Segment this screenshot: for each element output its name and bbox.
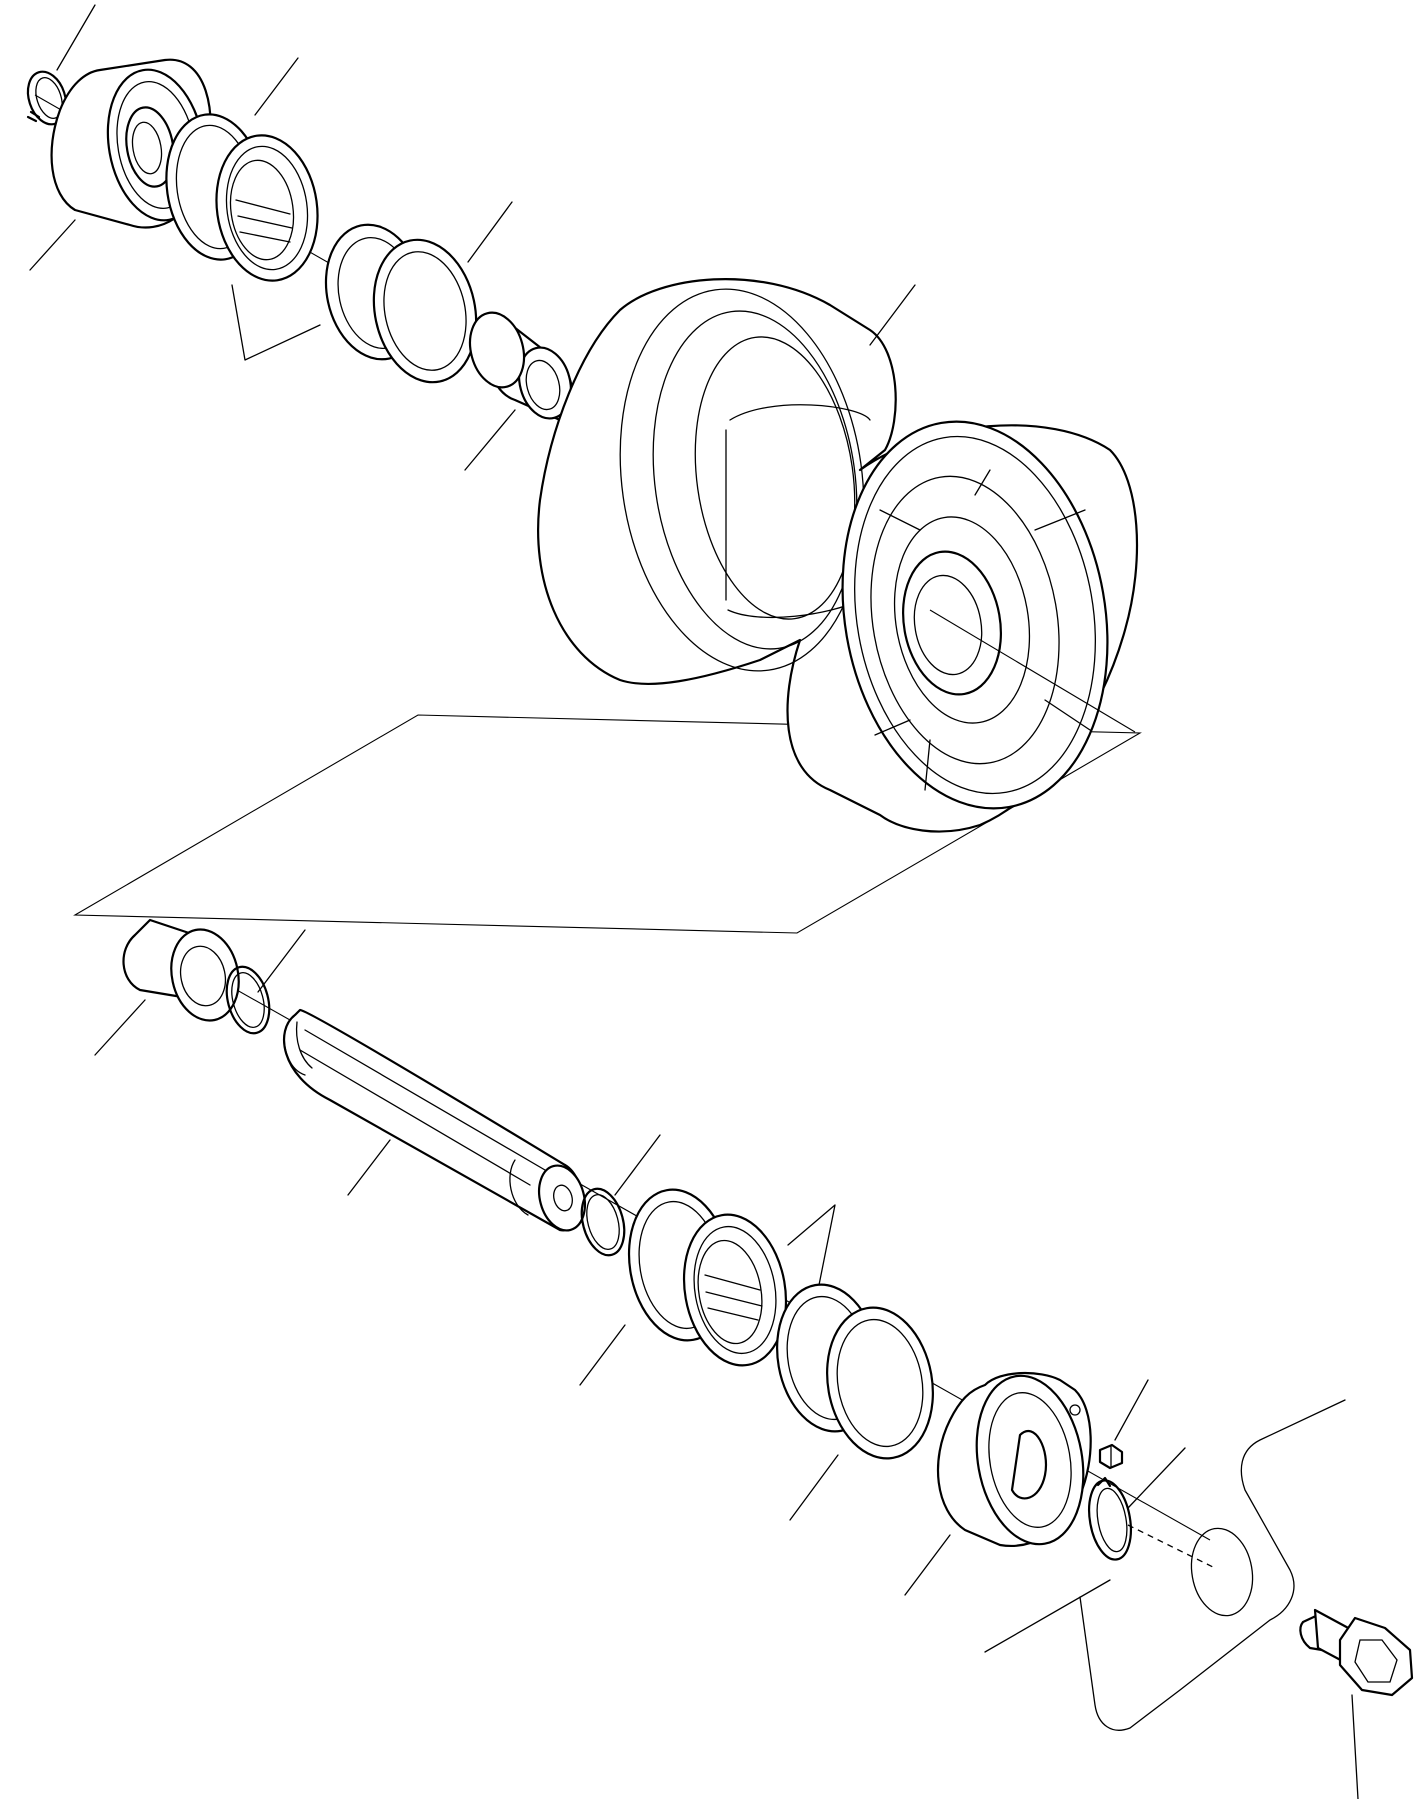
seal-group-bracket-bottom [787, 1204, 836, 1291]
plug [1098, 1443, 1124, 1470]
leader-line [1351, 1694, 1359, 1799]
floating-seal-top-2 [324, 223, 478, 384]
assembly-outline [73, 714, 1142, 934]
o-ring-middle [580, 1187, 626, 1257]
snap-ring-bottom [1088, 1476, 1132, 1561]
leader-line [257, 929, 306, 993]
o-ring-middle-inner [586, 1194, 620, 1250]
leader-line [464, 409, 516, 471]
leader-line [579, 1324, 626, 1386]
leader-line [1127, 1447, 1186, 1509]
bushing-bottom [122, 918, 240, 1022]
leader-line [1114, 1379, 1149, 1441]
leader-line [904, 1534, 951, 1596]
collar-bottom [936, 1372, 1092, 1547]
bushing-top [468, 311, 574, 422]
o-ring-left [225, 965, 271, 1035]
floating-seal-top [165, 113, 319, 282]
leader-line [254, 57, 299, 116]
roller-shaft [282, 1008, 587, 1232]
leader-line [29, 219, 76, 271]
leader-line [94, 999, 146, 1056]
leader-line [869, 284, 916, 346]
leader-line [789, 1454, 839, 1521]
floating-seal-bottom-2 [776, 1283, 934, 1460]
leader-line [614, 1134, 661, 1196]
seal-group-bracket-top [231, 284, 321, 361]
leader-lines [29, 4, 1359, 1799]
bolt-axis-dashed [1127, 1524, 1216, 1569]
hex-bolt [1299, 1608, 1414, 1697]
track-roller [537, 278, 1139, 833]
leader-line [467, 201, 513, 263]
floating-seal-bottom [627, 1188, 788, 1367]
o-ring-left-inner [231, 972, 265, 1028]
leader-line [347, 1139, 391, 1196]
leader-line [56, 4, 96, 71]
frame-plate [984, 1399, 1346, 1731]
